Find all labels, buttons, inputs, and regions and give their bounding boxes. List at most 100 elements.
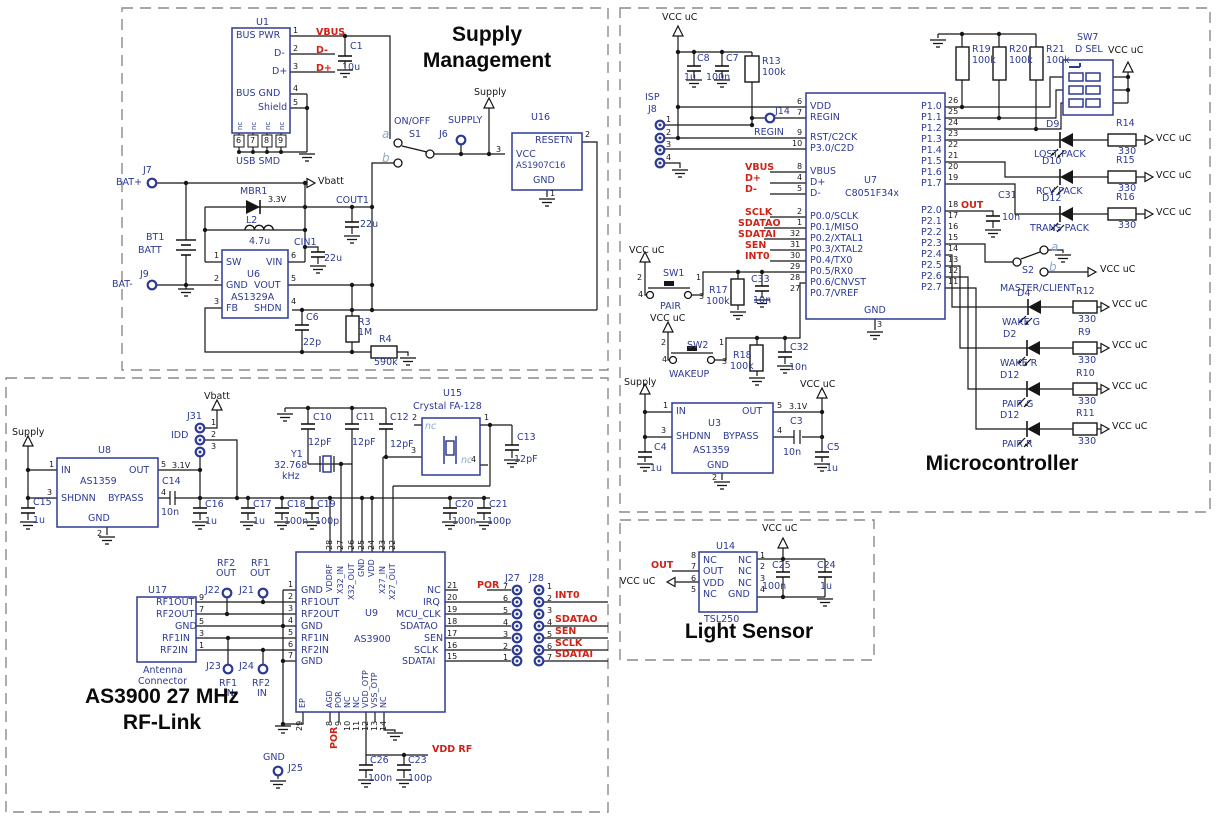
label-u15: U15 bbox=[443, 388, 463, 399]
label-1: 1 bbox=[760, 551, 766, 560]
sw1-contact bbox=[645, 290, 655, 300]
label-24: 24 bbox=[367, 539, 376, 550]
l2-coil-icon bbox=[244, 224, 274, 231]
label-nc: NC bbox=[427, 585, 441, 596]
label-15: 15 bbox=[948, 233, 959, 242]
label-tsl250: TSL250 bbox=[704, 614, 740, 625]
sw2-button-icon bbox=[687, 346, 697, 351]
label-100k: 100k bbox=[972, 55, 996, 66]
label-9: 9 bbox=[278, 136, 284, 145]
r16-body bbox=[1107, 207, 1137, 221]
label-out: OUT bbox=[129, 465, 150, 476]
label-18: 18 bbox=[447, 617, 458, 626]
label-vcc-uc: VCC uC bbox=[1112, 299, 1148, 310]
label-bus-pwr: BUS PWR bbox=[236, 30, 281, 41]
label-330: 330 bbox=[1078, 436, 1097, 447]
label-u14: U14 bbox=[716, 541, 736, 552]
label-out: OUT bbox=[742, 406, 763, 417]
label-3: 3 bbox=[503, 630, 509, 639]
r17-body bbox=[730, 278, 745, 306]
light-section-border bbox=[619, 519, 875, 661]
label-wake-r: WAKE R bbox=[1000, 358, 1038, 369]
label-8: 8 bbox=[264, 136, 270, 145]
label-gnd: GND bbox=[301, 621, 323, 632]
label-c13: C13 bbox=[517, 432, 536, 443]
label-23: 23 bbox=[948, 129, 959, 138]
label-29: 29 bbox=[295, 720, 304, 731]
label-c6: C6 bbox=[306, 312, 319, 323]
label-gnd: GND bbox=[301, 585, 323, 596]
u1-body bbox=[231, 27, 291, 134]
label-s1: S1 bbox=[409, 129, 422, 140]
label-on-off: ON/OFF bbox=[394, 116, 431, 127]
label-out: OUT bbox=[216, 568, 237, 579]
label-4: 4 bbox=[777, 426, 783, 435]
label-vdd: VDD bbox=[703, 578, 725, 589]
label-330: 330 bbox=[1078, 355, 1097, 366]
label-por: POR bbox=[334, 691, 343, 708]
label-u3: U3 bbox=[708, 418, 721, 429]
label-2: 2 bbox=[547, 594, 553, 603]
sw7-body bbox=[1062, 59, 1114, 116]
label-j28: J28 bbox=[529, 573, 544, 584]
label-sdatai: SDATAI bbox=[402, 656, 436, 667]
label-x32-in: X32_IN bbox=[336, 565, 345, 594]
label-nc: nc bbox=[236, 121, 244, 130]
label-regin: REGIN bbox=[810, 112, 840, 123]
label-vdd: VDD bbox=[810, 101, 832, 112]
label-11: 11 bbox=[948, 277, 959, 286]
label-p2-2: P2.2 bbox=[921, 227, 942, 238]
label-mbr1: MBR1 bbox=[240, 186, 268, 197]
label-p1-1: P1.1 bbox=[921, 112, 942, 123]
label-3: 3 bbox=[547, 606, 553, 615]
label-6: 6 bbox=[288, 640, 294, 649]
label-4-7u: 4.7u bbox=[249, 236, 271, 247]
label-5: 5 bbox=[161, 460, 167, 469]
label-vcc-uc: VCC uC bbox=[1100, 264, 1136, 275]
label-vdd: VDD bbox=[367, 559, 376, 577]
label-nc: NC bbox=[738, 578, 752, 589]
label-rf1: RF1 bbox=[251, 558, 270, 569]
label-d: D+ bbox=[810, 177, 826, 188]
label-c24: C24 bbox=[817, 560, 836, 571]
label-1: 1 bbox=[49, 460, 55, 469]
label-1: 1 bbox=[288, 580, 294, 589]
label-7: 7 bbox=[288, 651, 294, 660]
r19-body bbox=[955, 46, 970, 81]
u6-body bbox=[221, 249, 289, 319]
label-18: 18 bbox=[948, 200, 959, 209]
label-nc: nc bbox=[425, 421, 437, 432]
label-100n: 100n bbox=[368, 773, 393, 784]
label-rf2: RF2 bbox=[217, 558, 236, 569]
label-out: OUT bbox=[703, 566, 724, 577]
label-u17: U17 bbox=[148, 585, 168, 596]
label-d2: D2 bbox=[1003, 329, 1017, 340]
label-vcc-uc: VCC uC bbox=[662, 12, 698, 23]
label-1u: 1u bbox=[205, 516, 218, 527]
supply-title-1: Supply bbox=[451, 23, 523, 46]
label-x27-out: X27_OUT bbox=[388, 563, 397, 600]
label-23: 23 bbox=[378, 539, 387, 550]
label-d: D+ bbox=[745, 173, 761, 184]
label-4: 4 bbox=[666, 153, 672, 162]
label-r9: R9 bbox=[1078, 327, 1091, 338]
label-x32-out: X32_OUT bbox=[347, 563, 356, 600]
bt1-battery-icon bbox=[176, 239, 196, 256]
label-25: 25 bbox=[357, 539, 366, 550]
label-d: D- bbox=[316, 45, 329, 56]
label-r16: R16 bbox=[1116, 192, 1135, 203]
label-int0: INT0 bbox=[555, 590, 580, 601]
sw1-contact bbox=[683, 290, 693, 300]
label-15: 15 bbox=[447, 652, 458, 661]
label-10: 10 bbox=[343, 720, 352, 731]
label-nc: nc bbox=[264, 121, 272, 130]
label-p2-7: P2.7 bbox=[921, 282, 942, 293]
label-7: 7 bbox=[691, 562, 697, 571]
label-1: 1 bbox=[293, 26, 299, 35]
label-29: 29 bbox=[790, 262, 801, 271]
label-9: 9 bbox=[334, 720, 343, 726]
label-5: 5 bbox=[199, 617, 205, 626]
label-bus-gnd: BUS GND bbox=[236, 88, 281, 99]
label-rf1out: RF1OUT bbox=[156, 597, 195, 608]
label-j23: J23 bbox=[206, 661, 221, 672]
